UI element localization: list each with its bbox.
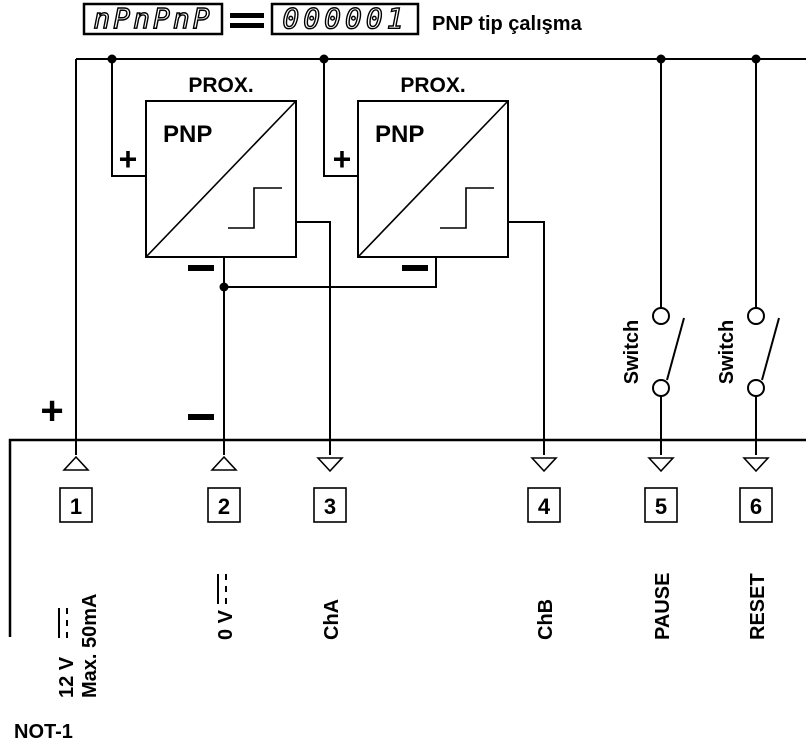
cha-wire [296, 221, 331, 455]
sensor2-step-symbol [440, 187, 494, 229]
chb-wire [508, 221, 545, 455]
sensor2-plus-wire [323, 59, 358, 177]
dc-symbol-icon [217, 574, 227, 604]
sensor1-plus-wire [111, 59, 146, 177]
terminal1-number: 1 [70, 494, 82, 519]
sensor2-title: PROX. [400, 74, 465, 97]
junction-dot [107, 54, 117, 64]
terminal-arrows [62, 455, 770, 473]
switch-contact [747, 379, 765, 397]
header-caption: PNP tip çalışma [432, 13, 583, 35]
junctions [107, 54, 761, 292]
terminal2-label: 0 V [215, 609, 237, 640]
sensor-2: PROX. PNP + [328, 74, 509, 271]
switch1-label: Switch [621, 320, 643, 384]
sensor2-plus: + [333, 141, 352, 177]
sensor1-step-symbol [228, 187, 282, 229]
supply-minus-mark [188, 414, 214, 420]
junction-dot [219, 282, 229, 292]
terminal5-number: 5 [655, 494, 667, 519]
terminal-boxes: 1 2 3 4 5 6 [59, 487, 773, 523]
terminal4-number: 4 [538, 494, 551, 519]
sensor1-diagonal [145, 100, 297, 258]
switch-contacts [652, 307, 765, 397]
switch-contact [652, 379, 670, 397]
switch2-label: Switch [716, 320, 738, 384]
junction-dot [751, 54, 761, 64]
terminal3-arrow [316, 457, 344, 473]
sensor-1: PROX. PNP + [114, 74, 297, 271]
equals-sign-top [230, 13, 264, 18]
sensor1-minus-mark [188, 265, 214, 271]
equals-sign-bottom [230, 23, 264, 28]
terminal-labels: 12 V Max. 50mA 0 V ChA ChB PAUSE RESET [56, 573, 769, 698]
junction-dot [319, 54, 329, 64]
sensor1-title: PROX. [188, 74, 253, 97]
sensor1-type: PNP [163, 121, 212, 148]
terminal1-arrow [62, 455, 90, 471]
terminal4-arrow [530, 457, 558, 473]
mode-display-frame [82, 2, 224, 36]
terminal2-arrow [210, 455, 238, 471]
sensor1-plus: + [119, 141, 138, 177]
terminal4-label: ChB [535, 599, 557, 640]
terminal6-number: 6 [750, 494, 762, 519]
reset-switch-blade [761, 317, 780, 381]
supply-plus-mark: + [40, 389, 63, 433]
terminal6-label: RESET [747, 573, 769, 640]
switch-contact [652, 307, 670, 325]
header: nPnPnP 000001 PNP tip çalışma [82, 1, 583, 36]
terminal5-label: PAUSE [652, 573, 674, 640]
terminal1-label-line2: Max. 50mA [79, 594, 101, 699]
sensor2-minus-wire [224, 257, 437, 288]
sensor2-diagonal [357, 100, 509, 258]
terminal3-number: 3 [324, 494, 336, 519]
terminal2-number: 2 [218, 494, 230, 519]
terminal1-label-line1: 12 V [56, 656, 78, 698]
sensor2-type: PNP [375, 121, 424, 148]
value-display: 000001 [282, 2, 407, 35]
switch-contact [747, 307, 765, 325]
junction-dot [656, 54, 666, 64]
terminal3-label: ChA [321, 599, 343, 640]
value-display-frame [270, 2, 420, 36]
pause-switch-blade [666, 317, 685, 381]
mode-display: nPnPnP [93, 2, 212, 35]
sensor2-minus-mark [402, 265, 428, 271]
device-border [8, 438, 806, 637]
note-label: NOT-1 [14, 721, 73, 743]
terminal5-arrow [647, 457, 675, 473]
dc-symbol-icon [58, 608, 68, 638]
wires [8, 58, 806, 637]
terminal6-arrow [742, 457, 770, 473]
